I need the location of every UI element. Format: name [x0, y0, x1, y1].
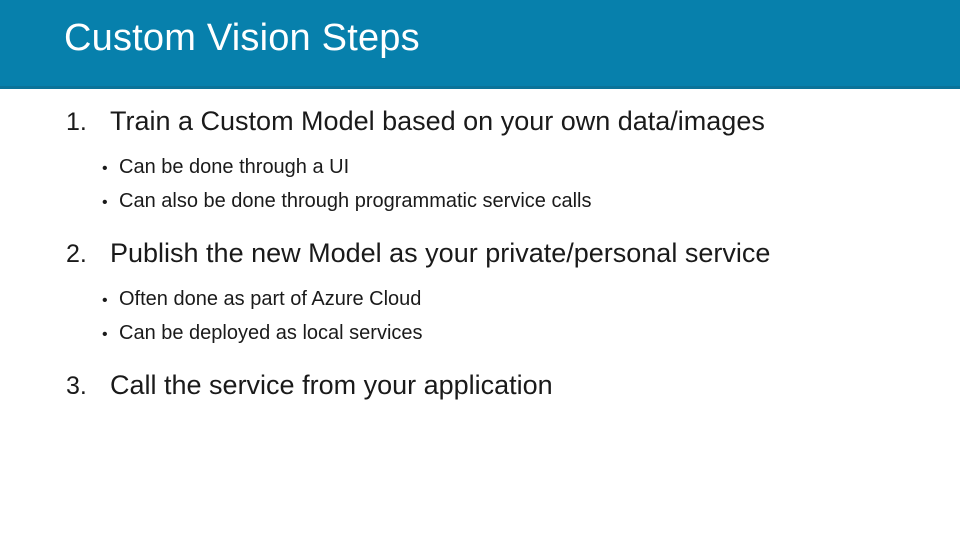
- bullet-icon: •: [102, 292, 108, 309]
- list-number-2: 2.: [66, 240, 87, 268]
- sublist-item-2-1: • Often done as part of Azure Cloud: [0, 288, 960, 322]
- sublist-text-2-1: Often done as part of Azure Cloud: [119, 288, 422, 310]
- sublist-text-2-2: Can be deployed as local services: [119, 322, 423, 344]
- spacer: [0, 356, 960, 370]
- list-text-3: Call the service from your application: [110, 370, 553, 400]
- sublist-item-2-2: • Can be deployed as local services: [0, 322, 960, 356]
- title-banner-edge: [0, 86, 960, 89]
- sublist-text-1-2: Can also be done through programmatic se…: [119, 190, 592, 212]
- list-item-step-1: 1. Train a Custom Model based on your ow…: [0, 106, 960, 150]
- sublist-item-1-1: • Can be done through a UI: [0, 156, 960, 190]
- sublist-text-1-1: Can be done through a UI: [119, 156, 350, 178]
- list-text-1: Train a Custom Model based on your own d…: [110, 106, 765, 136]
- list-text-2: Publish the new Model as your private/pe…: [110, 238, 771, 268]
- steps-list: 1. Train a Custom Model based on your ow…: [0, 106, 960, 414]
- list-number-1: 1.: [66, 108, 87, 136]
- list-item-step-3: 3. Call the service from your applicatio…: [0, 370, 960, 414]
- list-number-3: 3.: [66, 372, 87, 400]
- title-banner: [0, 0, 960, 89]
- bullet-icon: •: [102, 194, 108, 211]
- bullet-icon: •: [102, 326, 108, 343]
- page-title: Custom Vision Steps: [64, 17, 420, 59]
- list-item-step-2: 2. Publish the new Model as your private…: [0, 238, 960, 282]
- bullet-icon: •: [102, 160, 108, 177]
- sublist-item-1-2: • Can also be done through programmatic …: [0, 190, 960, 224]
- spacer: [0, 224, 960, 238]
